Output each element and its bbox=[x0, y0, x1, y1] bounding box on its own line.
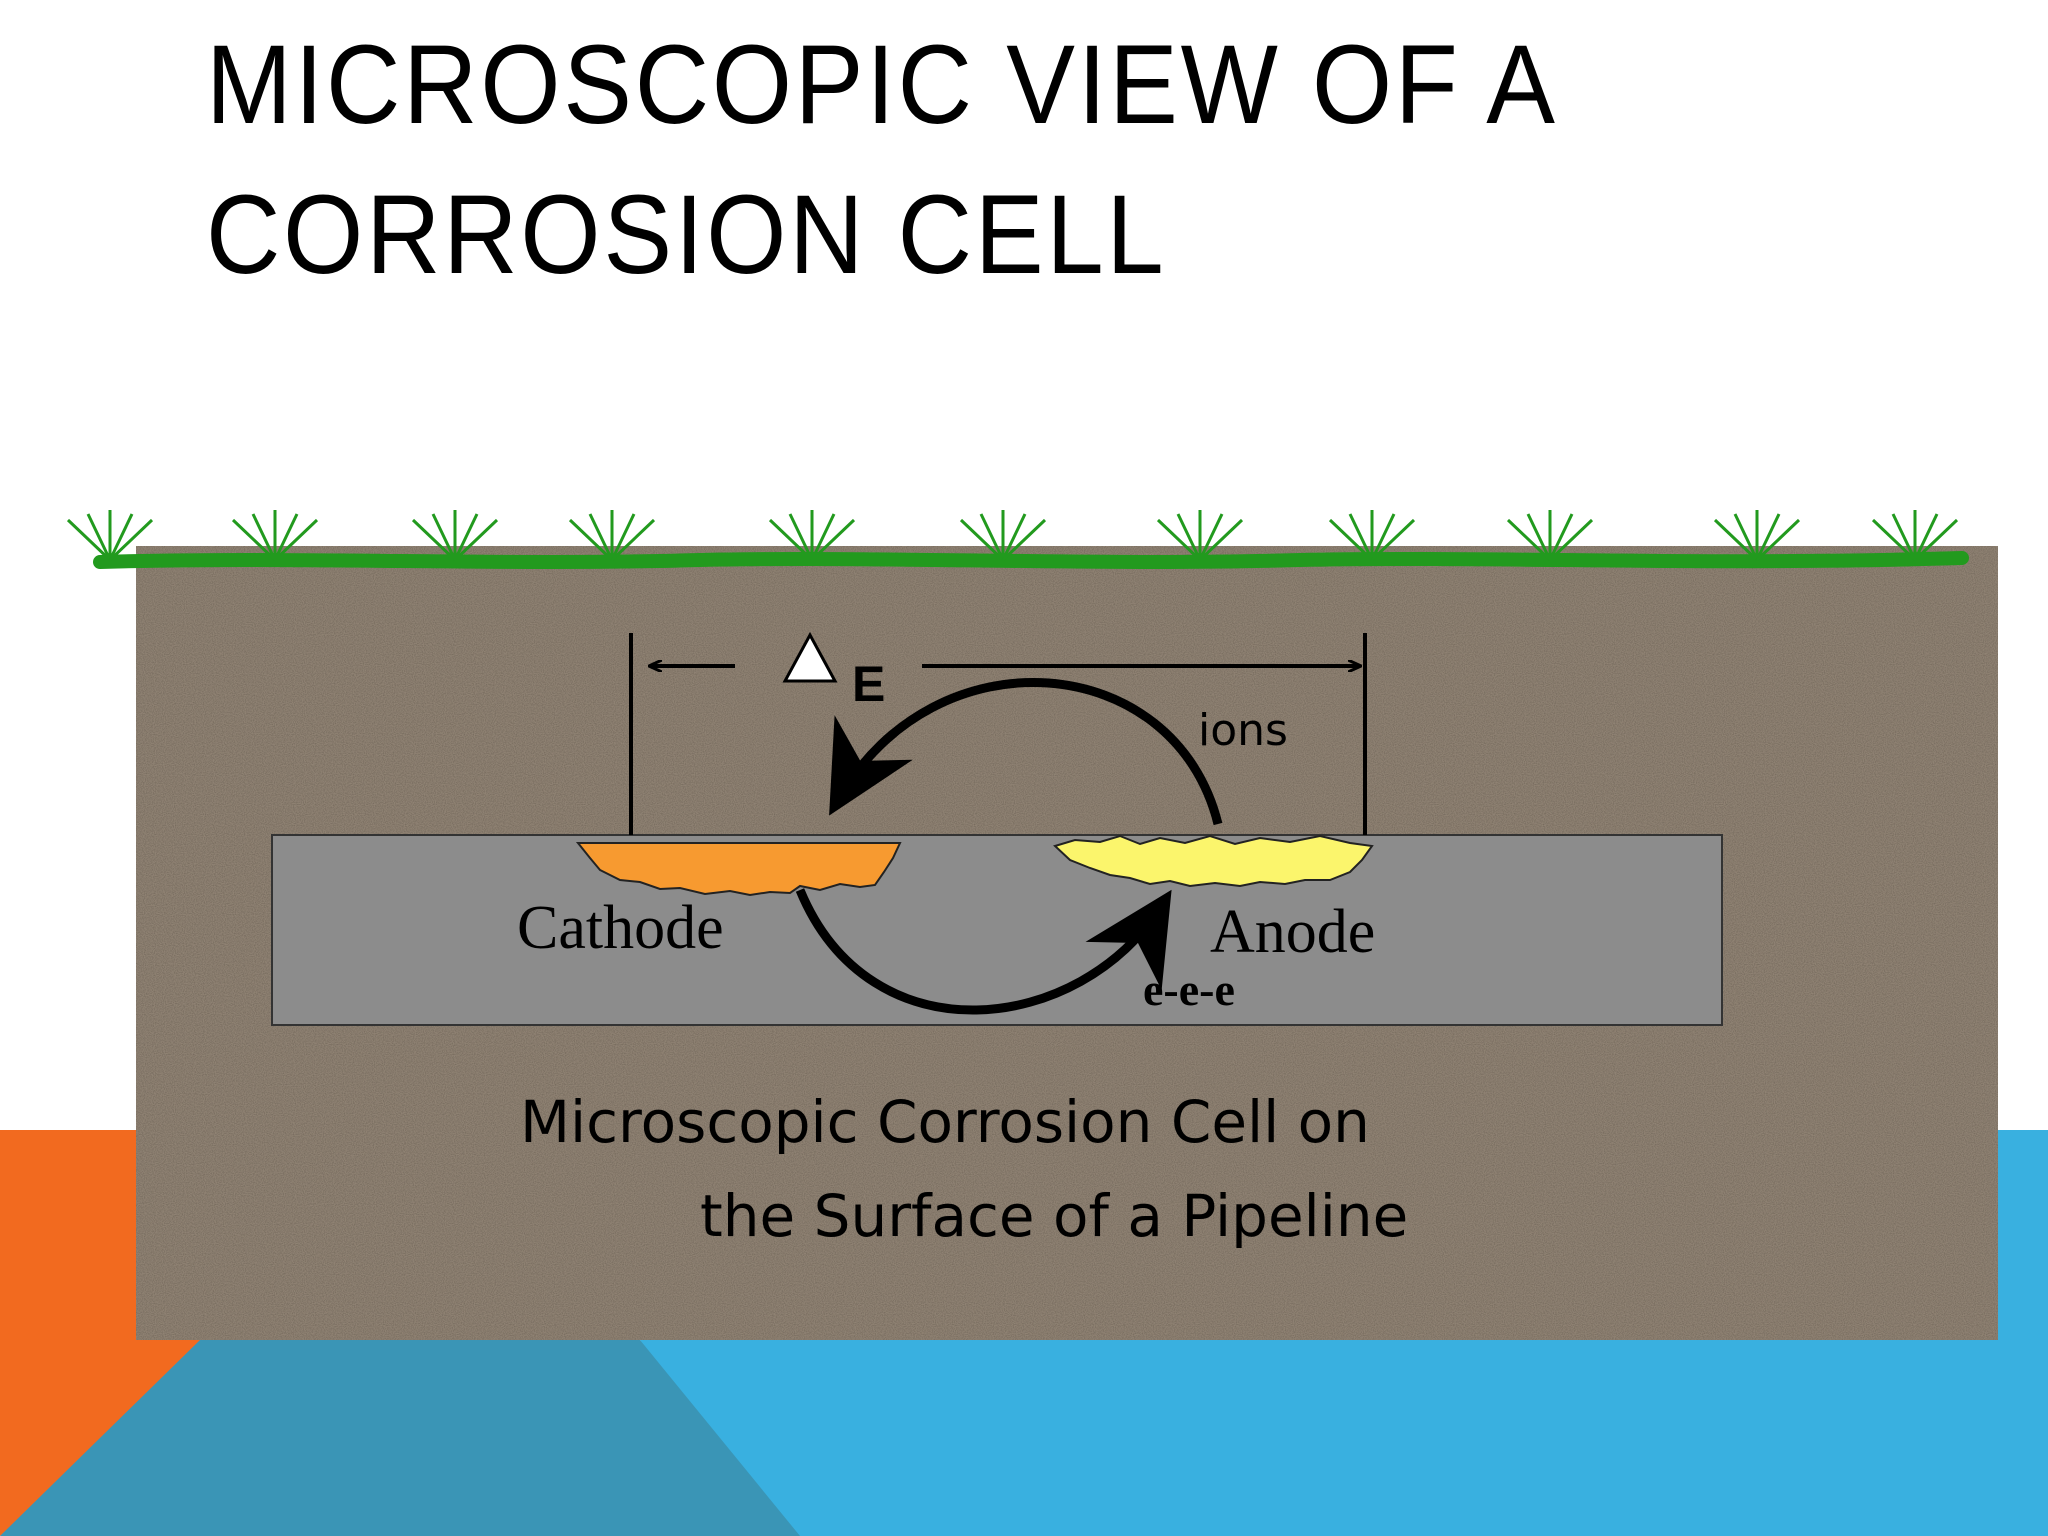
slide-title: MICROSCOPIC VIEW OF A CORROSION CELL bbox=[206, 10, 1770, 310]
title-line-1: MICROSCOPIC VIEW OF A bbox=[206, 22, 1558, 147]
cathode-deposit bbox=[575, 842, 902, 897]
diagram-caption: Microscopic Corrosion Cell on the Surfac… bbox=[520, 1075, 1620, 1263]
grass-tuft bbox=[568, 510, 656, 562]
grass-tuft bbox=[768, 510, 856, 562]
grass-tuft bbox=[1328, 510, 1416, 562]
grass-tuft bbox=[1871, 510, 1959, 562]
anode-deposit bbox=[1053, 834, 1374, 888]
ions-label: ions bbox=[1198, 705, 1288, 756]
grass-tufts bbox=[66, 510, 1959, 562]
grass-tuft bbox=[1506, 510, 1594, 562]
electron-flow-arrow bbox=[795, 888, 1172, 1015]
title-line-2: CORROSION CELL bbox=[206, 172, 1167, 297]
dark-blue-accent-shape bbox=[0, 1340, 800, 1536]
potential-label: E bbox=[852, 656, 886, 712]
delta-triangle-icon bbox=[782, 631, 838, 683]
grass-tuft bbox=[1156, 510, 1244, 562]
grass-tuft bbox=[1713, 510, 1801, 562]
ion-current-arrow bbox=[829, 678, 1223, 826]
caption-line-1: Microscopic Corrosion Cell on bbox=[520, 1088, 1370, 1156]
anode-label: Anode bbox=[1210, 898, 1376, 966]
caption-line-2: the Surface of a Pipeline bbox=[700, 1182, 1409, 1250]
blue-accent-shape bbox=[640, 1130, 2048, 1536]
pipeline-wall bbox=[271, 834, 1723, 1026]
grass-tuft bbox=[959, 510, 1047, 562]
grass-tuft bbox=[231, 510, 319, 562]
grass-tuft bbox=[411, 510, 499, 562]
grass-line bbox=[93, 551, 1969, 569]
electrons-label: e-e-e bbox=[1143, 964, 1235, 1015]
cathode-label: Cathode bbox=[517, 894, 724, 962]
grass-tuft bbox=[66, 510, 154, 562]
